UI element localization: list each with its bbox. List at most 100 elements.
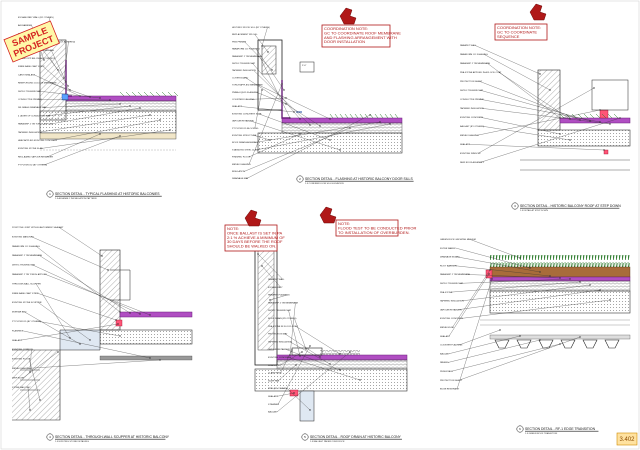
structure-lines [480, 319, 630, 326]
callout-label: PT PLYWOOD (BY OTHERS) [18, 165, 47, 167]
frame-detail [110, 269, 131, 301]
pointing-hand-icon [529, 3, 547, 21]
leader-dot [319, 356, 321, 358]
leader-dot [609, 299, 611, 301]
leader-dot [349, 127, 351, 129]
note-box [321, 24, 391, 48]
leader-dot [491, 278, 493, 280]
ballast-layer [320, 350, 360, 355]
leader-line [454, 265, 551, 277]
leader-dot [579, 336, 581, 338]
callout-label: DETEC TRUGRID MAT [440, 282, 464, 285]
leader-line [255, 91, 287, 105]
detail-scale: 1:5 EXISTING STONE DETAILING [55, 440, 89, 443]
detail-number: 2 [299, 177, 301, 181]
leader-line [457, 256, 541, 273]
leader-dot [569, 139, 571, 141]
callout-label: SEALANT [232, 105, 243, 108]
structure-lines [520, 159, 630, 171]
callout-label: STRAINER [268, 403, 279, 406]
callout-label: BALLAST (BY OTHERS) [460, 125, 485, 128]
callout-label: SEALANT [268, 395, 279, 398]
detail-panel-d: POINT THE JOINT WITH ELASTOMERIC SEALANT… [12, 226, 193, 443]
sealant-mark [115, 319, 123, 327]
callout-label: EXISTING FLOOR [12, 359, 31, 361]
leader-dot [283, 89, 285, 91]
callout-label: PARAGRIP 2 T/B TORCH APPLIED [12, 273, 47, 276]
callout-label: CANTI SEALANT [18, 73, 36, 76]
leader-line [258, 113, 331, 141]
pedestal [560, 339, 576, 349]
membrane-layer [559, 117, 631, 124]
leader-line [276, 351, 351, 413]
leader-line [478, 87, 595, 154]
mat-tick [354, 113, 359, 119]
leader-line [278, 345, 311, 405]
leader-dot [57, 69, 59, 71]
callout-label: PARAPET FLASHING [268, 294, 290, 297]
mat-tick [595, 113, 601, 119]
callout-label: PEDESTALS [440, 370, 453, 373]
pedestal [494, 339, 510, 349]
leader-line [39, 255, 131, 314]
mat-tick [359, 113, 364, 119]
leader-line [480, 90, 591, 122]
mat-tick [161, 91, 167, 97]
leader-line [250, 120, 341, 151]
leader-line [482, 126, 571, 141]
stamp-box [3, 20, 60, 63]
leader-dot [488, 273, 490, 275]
leader-line [246, 114, 371, 179]
leader-line [31, 236, 109, 271]
callout-label: FILTER FABRIC [440, 247, 456, 250]
detail-panel-b: 2'-0"HISTORIC WOOD SILL (BY OTHERS)REPLA… [232, 27, 414, 185]
leader-dot [359, 379, 361, 381]
detail-scale: 1:5 ASSEMBLY INSTALLATION PATTERN [55, 197, 97, 200]
leader-line [460, 299, 611, 319]
detail-title: SECTION DETAIL - HISTORIC BALCONY ROOF A… [520, 204, 621, 208]
callout-label: PT PLYWOOD BLOCKING [232, 128, 259, 130]
leader-line [38, 302, 91, 341]
mat-tick [344, 113, 349, 119]
mat-tick [349, 113, 354, 119]
leader-line [277, 392, 295, 397]
callout-label: DETEC TRUGRID MAT [18, 90, 42, 93]
leader-dot [267, 51, 269, 53]
callout-label: PT PLYWOOD (BY OTHERS) [12, 321, 41, 323]
mat-tick [125, 91, 131, 97]
leader-line [63, 41, 69, 79]
leader-dot [149, 114, 151, 116]
leader-line [50, 82, 91, 98]
leader-line [244, 127, 351, 172]
leader-dot [301, 351, 303, 353]
mat-tick [167, 91, 173, 97]
callout-label: PROTECTION SHEET [460, 81, 483, 83]
leader-line [35, 283, 71, 339]
leader-dot [159, 119, 161, 121]
leader-line [280, 349, 293, 373]
leader-dot [295, 364, 297, 366]
detail-title: SECTION DETAIL - FLASHING AT HISTORIC BA… [305, 177, 413, 181]
pedestal [516, 339, 532, 349]
callout-label: SEALANT [12, 339, 23, 342]
mat-tick [607, 113, 613, 119]
detail-number: 3 [514, 204, 516, 208]
leader-line [32, 264, 141, 315]
leader-dot [549, 89, 551, 91]
coordination-note: COORDINATION NOTE:GC TO COORDINATESEQUEN… [494, 3, 548, 41]
growing-medium [489, 266, 631, 278]
leader-dot [559, 133, 561, 135]
leader-line [24, 311, 81, 345]
note-line: 2:1 % ACHIEVE A MINIMUM OF [227, 235, 285, 240]
callout-label: COVER BOARD [232, 76, 249, 79]
leader-dot [599, 289, 601, 291]
leader-line [477, 109, 601, 136]
leader-line [21, 323, 119, 341]
callout-label: DETEC TRUGRID MAT [232, 62, 256, 65]
leader-dot [271, 69, 273, 71]
leader-line [254, 121, 381, 143]
flashing-upturn [281, 80, 290, 119]
leader-dot [261, 89, 263, 91]
